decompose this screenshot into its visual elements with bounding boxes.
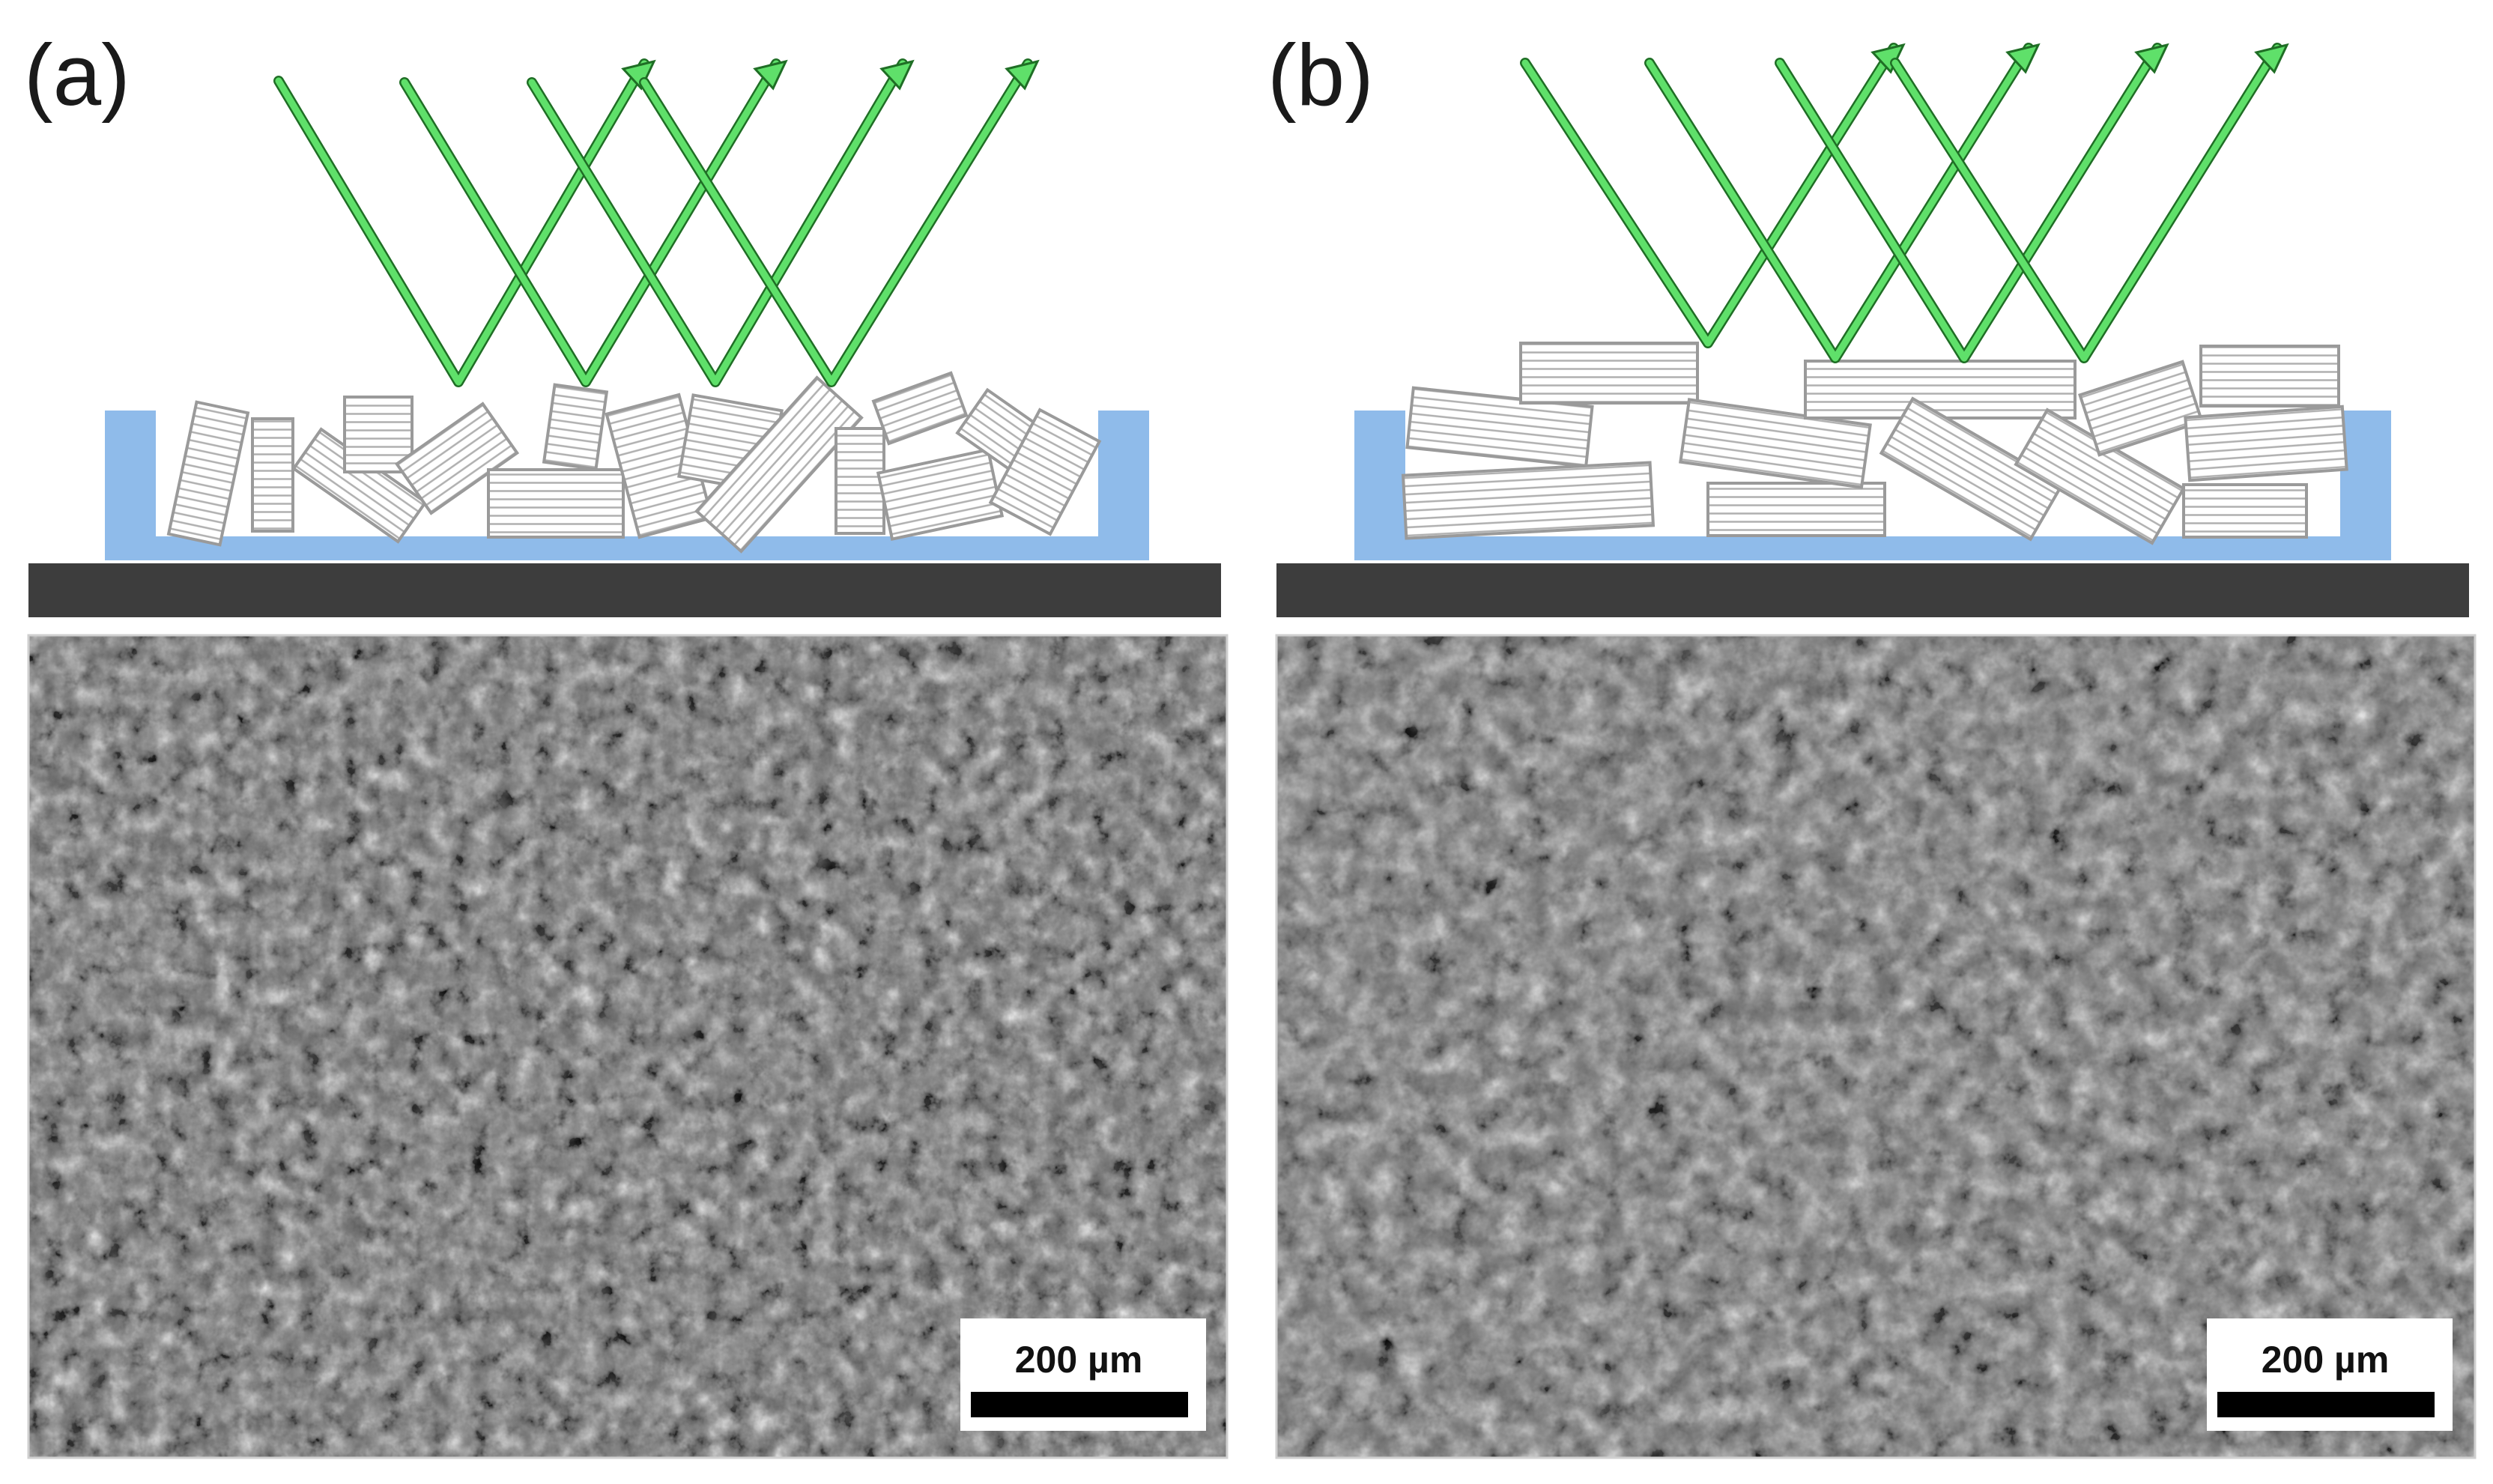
arrow-head bbox=[1005, 59, 1040, 91]
light-ray bbox=[527, 58, 908, 387]
scale-bar-label-b: 200 µm bbox=[2262, 1339, 2390, 1381]
light-ray bbox=[273, 58, 649, 387]
stage-b bbox=[1276, 563, 2469, 617]
light-ray bbox=[275, 60, 648, 386]
flake bbox=[2078, 360, 2204, 457]
flake bbox=[251, 417, 294, 533]
light-ray bbox=[1776, 44, 2161, 362]
container-b bbox=[1354, 411, 2391, 560]
flake bbox=[542, 383, 609, 471]
flake bbox=[1401, 461, 1656, 540]
light-rays-a bbox=[273, 58, 1040, 387]
flake bbox=[2182, 483, 2308, 539]
flake bbox=[1519, 342, 1699, 405]
flake bbox=[487, 468, 625, 539]
flake bbox=[394, 402, 520, 515]
light-ray bbox=[528, 60, 906, 386]
scale-bar-line-a bbox=[971, 1392, 1188, 1417]
flake bbox=[694, 375, 864, 554]
flake bbox=[1804, 360, 2077, 420]
panel-label-b: (b) bbox=[1267, 26, 1374, 124]
flake bbox=[2199, 345, 2340, 408]
light-ray bbox=[1775, 43, 2163, 363]
light-ray bbox=[1891, 44, 2281, 362]
flake bbox=[166, 400, 250, 547]
scale-bar-label-a: 200 µm bbox=[1015, 1339, 1143, 1381]
light-ray bbox=[1520, 43, 1899, 348]
arrow-head bbox=[2005, 43, 2041, 74]
light-ray bbox=[399, 58, 781, 387]
scale-bar-a: 200 µm bbox=[960, 1318, 1206, 1431]
flake bbox=[834, 427, 885, 535]
light-ray bbox=[401, 60, 780, 386]
flake bbox=[988, 408, 1102, 536]
panel-b: (b) bbox=[1267, 26, 2477, 1459]
light-ray bbox=[1646, 44, 2032, 362]
flake bbox=[876, 448, 1005, 541]
light-ray bbox=[1890, 43, 2283, 363]
flake bbox=[2184, 405, 2348, 482]
flakes-aligned-b bbox=[1401, 342, 2348, 545]
arrow-head bbox=[2134, 43, 2169, 74]
arrow-head bbox=[753, 59, 788, 91]
flake bbox=[1706, 482, 1886, 537]
light-ray bbox=[639, 58, 1033, 387]
light-ray bbox=[1644, 43, 2034, 363]
flake bbox=[1879, 396, 2065, 542]
arrow-head bbox=[879, 59, 915, 91]
flakes-random-a bbox=[166, 371, 1102, 554]
light-ray bbox=[640, 60, 1032, 386]
container-a bbox=[105, 411, 1149, 560]
panel-label-a: (a) bbox=[24, 26, 130, 124]
panel-a: (a) bbox=[24, 26, 1229, 1459]
flake bbox=[871, 371, 969, 446]
scale-bar-b: 200 µm bbox=[2207, 1318, 2453, 1431]
stage-a bbox=[28, 563, 1221, 617]
light-rays-b bbox=[1520, 43, 2289, 363]
arrow-head bbox=[621, 59, 656, 91]
arrow-head bbox=[2254, 43, 2289, 74]
light-ray bbox=[1521, 44, 1897, 347]
flake bbox=[1679, 398, 1872, 489]
flake bbox=[1405, 386, 1594, 468]
scale-bar-line-b bbox=[2217, 1392, 2435, 1417]
